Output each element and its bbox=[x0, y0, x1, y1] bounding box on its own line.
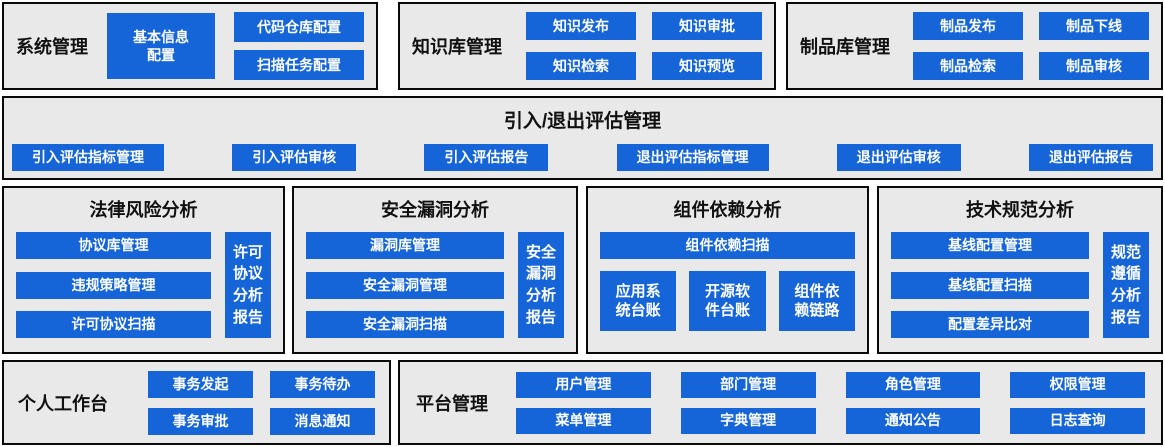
knowledge-preview-button[interactable]: 知识预览 bbox=[652, 52, 762, 80]
dept-mgmt-button[interactable]: 部门管理 bbox=[680, 371, 816, 398]
panel-system-management: 系统管理 基本信息配置 代码仓库配置 扫描任务配置 bbox=[2, 2, 378, 90]
workbench-title: 个人工作台 bbox=[18, 393, 108, 414]
workbench-buttons-grid: 事务发起 事务待办 事务审批 消息通知 bbox=[148, 370, 375, 435]
artifact-search-button[interactable]: 制品检索 bbox=[913, 52, 1023, 80]
panel-import-exit-evaluation: 引入/退出评估管理 引入评估指标管理 引入评估审核 引入评估报告 退出评估指标管… bbox=[2, 96, 1163, 180]
basic-info-config-button[interactable]: 基本信息配置 bbox=[107, 13, 215, 79]
user-mgmt-button[interactable]: 用户管理 bbox=[516, 371, 651, 398]
dependency-title: 组件依赖分析 bbox=[673, 200, 782, 220]
dict-mgmt-button[interactable]: 字典管理 bbox=[680, 407, 816, 434]
panel-personal-workbench: 个人工作台 事务发起 事务待办 事务审批 消息通知 bbox=[2, 360, 391, 445]
legal-risk-body: 协议库管理 违规策略管理 许可协议扫描 许可协议分析报告 bbox=[16, 232, 271, 338]
artifact-review-button[interactable]: 制品审核 bbox=[1039, 52, 1149, 80]
security-vuln-body: 漏洞库管理 安全漏洞管理 安全漏洞扫描 安全漏洞分析报告 bbox=[306, 232, 564, 338]
knowledge-buttons-grid: 知识发布 知识审批 知识检索 知识预览 bbox=[526, 12, 762, 80]
vuln-library-button[interactable]: 漏洞库管理 bbox=[306, 232, 504, 259]
panel-artifact-library: 制品库管理 制品发布 制品下线 制品检索 制品审核 bbox=[786, 2, 1163, 90]
dependency-chain-button[interactable]: 组件依赖链路 bbox=[778, 271, 855, 331]
platform-title: 平台管理 bbox=[416, 393, 488, 414]
security-buttons-column: 漏洞库管理 安全漏洞管理 安全漏洞扫描 bbox=[306, 232, 504, 338]
knowledge-search-button[interactable]: 知识检索 bbox=[526, 52, 636, 80]
panel-platform-management: 平台管理 用户管理 部门管理 角色管理 权限管理 菜单管理 字典管理 通知公告 … bbox=[398, 360, 1163, 445]
role-mgmt-button[interactable]: 角色管理 bbox=[845, 371, 981, 398]
log-query-button[interactable]: 日志查询 bbox=[1010, 407, 1145, 434]
task-approve-button[interactable]: 事务审批 bbox=[148, 407, 253, 435]
violation-policy-button[interactable]: 违规策略管理 bbox=[16, 271, 211, 299]
panel-component-dependency-analysis: 组件依赖分析 组件依赖扫描 应用系统台账 开源软件台账 组件依赖链路 bbox=[586, 186, 869, 354]
import-eval-report-button[interactable]: 引入评估报告 bbox=[424, 144, 549, 171]
system-management-title: 系统管理 bbox=[16, 37, 88, 57]
panel-legal-risk-analysis: 法律风险分析 协议库管理 违规策略管理 许可协议扫描 许可协议分析报告 bbox=[2, 186, 285, 354]
evaluation-buttons-row: 引入评估指标管理 引入评估审核 引入评估报告 退出评估指标管理 退出评估审核 退… bbox=[12, 144, 1153, 171]
dependency-buttons-row: 应用系统台账 开源软件台账 组件依赖链路 bbox=[600, 271, 855, 331]
permission-mgmt-button[interactable]: 权限管理 bbox=[1010, 371, 1145, 398]
license-analysis-report-button[interactable]: 许可协议分析报告 bbox=[225, 232, 271, 338]
exit-eval-review-button[interactable]: 退出评估审核 bbox=[836, 144, 961, 171]
task-initiate-button[interactable]: 事务发起 bbox=[148, 370, 253, 398]
baseline-config-mgmt-button[interactable]: 基线配置管理 bbox=[891, 232, 1089, 259]
standard-compliance-report-button[interactable]: 规范遵循分析报告 bbox=[1103, 232, 1149, 338]
standard-body: 基线配置管理 基线配置扫描 配置差异比对 规范遵循分析报告 bbox=[891, 232, 1149, 338]
code-repo-config-button[interactable]: 代码仓库配置 bbox=[234, 12, 364, 42]
panel-knowledge-base: 知识库管理 知识发布 知识审批 知识检索 知识预览 bbox=[398, 2, 776, 90]
evaluation-title: 引入/退出评估管理 bbox=[503, 111, 662, 132]
standard-buttons-column: 基线配置管理 基线配置扫描 配置差异比对 bbox=[891, 232, 1089, 338]
panel-security-vulnerability-analysis: 安全漏洞分析 漏洞库管理 安全漏洞管理 安全漏洞扫描 安全漏洞分析报告 bbox=[292, 186, 578, 354]
system-buttons-column: 代码仓库配置 扫描任务配置 bbox=[234, 12, 364, 80]
task-todo-button[interactable]: 事务待办 bbox=[270, 370, 375, 398]
artifact-publish-button[interactable]: 制品发布 bbox=[913, 12, 1023, 40]
security-vuln-title: 安全漏洞分析 bbox=[381, 200, 489, 220]
artifact-offline-button[interactable]: 制品下线 bbox=[1039, 12, 1149, 40]
dependency-body: 组件依赖扫描 应用系统台账 开源软件台账 组件依赖链路 bbox=[600, 232, 855, 338]
notice-announcement-button[interactable]: 通知公告 bbox=[845, 407, 981, 434]
artifact-buttons-grid: 制品发布 制品下线 制品检索 制品审核 bbox=[913, 12, 1149, 80]
vuln-scan-button[interactable]: 安全漏洞扫描 bbox=[306, 311, 504, 338]
knowledge-publish-button[interactable]: 知识发布 bbox=[526, 12, 636, 40]
knowledge-approval-button[interactable]: 知识审批 bbox=[652, 12, 762, 40]
knowledge-base-title: 知识库管理 bbox=[412, 37, 502, 57]
config-diff-compare-button[interactable]: 配置差异比对 bbox=[891, 311, 1089, 338]
exit-eval-metrics-button[interactable]: 退出评估指标管理 bbox=[616, 144, 769, 171]
license-scan-button[interactable]: 许可协议扫描 bbox=[16, 311, 211, 338]
scan-task-config-button[interactable]: 扫描任务配置 bbox=[234, 50, 364, 80]
agreement-library-button[interactable]: 协议库管理 bbox=[16, 232, 211, 259]
legal-buttons-column: 协议库管理 违规策略管理 许可协议扫描 bbox=[16, 232, 211, 338]
message-notify-button[interactable]: 消息通知 bbox=[270, 407, 375, 435]
import-eval-review-button[interactable]: 引入评估审核 bbox=[232, 144, 357, 171]
panel-technical-standard-analysis: 技术规范分析 基线配置管理 基线配置扫描 配置差异比对 规范遵循分析报告 bbox=[877, 186, 1163, 354]
oss-ledger-button[interactable]: 开源软件台账 bbox=[689, 271, 766, 331]
app-system-ledger-button[interactable]: 应用系统台账 bbox=[600, 271, 677, 331]
menu-mgmt-button[interactable]: 菜单管理 bbox=[516, 407, 651, 434]
legal-risk-title: 法律风险分析 bbox=[89, 200, 198, 220]
exit-eval-report-button[interactable]: 退出评估报告 bbox=[1028, 144, 1153, 171]
standard-title: 技术规范分析 bbox=[966, 200, 1074, 220]
baseline-config-scan-button[interactable]: 基线配置扫描 bbox=[891, 271, 1089, 299]
dependency-scan-button[interactable]: 组件依赖扫描 bbox=[600, 232, 855, 259]
vuln-analysis-report-button[interactable]: 安全漏洞分析报告 bbox=[518, 232, 564, 338]
vuln-management-button[interactable]: 安全漏洞管理 bbox=[306, 271, 504, 299]
platform-buttons-grid: 用户管理 部门管理 角色管理 权限管理 菜单管理 字典管理 通知公告 日志查询 bbox=[516, 371, 1145, 434]
import-eval-metrics-button[interactable]: 引入评估指标管理 bbox=[12, 144, 164, 171]
artifact-library-title: 制品库管理 bbox=[800, 37, 890, 57]
